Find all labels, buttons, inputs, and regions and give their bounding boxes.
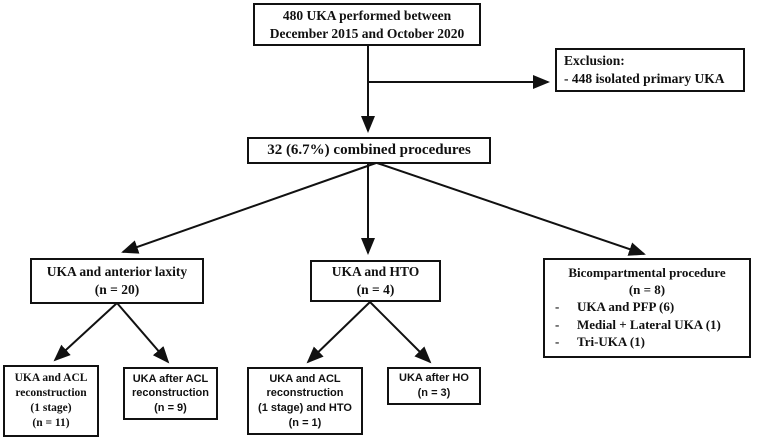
node-uka-and-hto: UKA and HTO (n = 4) [310,260,441,302]
connector-laxity-to-acl-one-stage [53,302,118,362]
bicompartmental-item: - Tri-UKA (1) [545,333,749,351]
node-text-line: UKA and ACL [269,372,341,385]
bullet-dash: - [555,299,560,315]
connector-hto-to-after-ho [369,301,432,364]
bullet-dash: - [555,316,560,332]
node-count: (n = 9) [154,401,187,414]
bicompartmental-item-label: Tri-UKA (1) [577,334,645,350]
bicompartmental-item-label: Medial + Lateral UKA (1) [577,316,721,332]
node-after-ho: UKA after HO (n = 3) [387,367,481,405]
node-title: Bicompartmental procedure [568,265,726,280]
node-count: (n = 20) [94,282,140,297]
node-total-uka: 480 UKA performed between December 2015 … [253,3,481,46]
connector-combined-to-laxity [121,162,377,254]
node-count: (n = 4) [356,282,395,297]
node-count: (n = 11) [32,417,70,430]
node-text-line: UKA after ACL [132,372,209,385]
connector-laxity-to-acl-after [116,302,170,364]
connector-combined-to-bicompartmental [376,162,646,256]
node-count: (n = 3) [417,387,451,399]
node-acl-one-stage: UKA and ACL reconstruction (1 stage) (n … [3,365,99,437]
bicompartmental-item: - Medial + Lateral UKA (1) [545,316,749,334]
node-anterior-laxity: UKA and anterior laxity (n = 20) [30,258,204,304]
node-text-line: reconstruction [266,387,344,400]
node-text-line: (1 stage) and HTO [258,402,352,414]
node-acl-after: UKA after ACL reconstruction (n = 9) [123,367,218,420]
node-text-line: (1 stage) [30,402,72,414]
node-title: UKA and HTO [331,264,420,280]
node-text-line: December 2015 and October 2020 [269,25,465,41]
bicompartmental-item-label: UKA and PFP (6) [577,299,675,315]
node-text-line: 480 UKA performed between [282,7,452,23]
node-count: (n = 1) [288,416,322,429]
node-exclusion: Exclusion: - 448 isolated primary UKA [555,48,745,92]
node-combined-procedures: 32 (6.7%) combined procedures [247,137,491,164]
node-count: (n = 8) [628,282,666,298]
node-text-line: - 448 isolated primary UKA [564,71,725,86]
node-title: UKA and anterior laxity [46,264,188,280]
node-text-line: Exclusion: [564,53,625,69]
node-text-line: UKA after HO [399,372,469,385]
connector-hto-to-acl-hto [306,301,371,364]
node-text-line: reconstruction [131,387,209,400]
node-text-line: reconstruction [15,386,87,399]
node-acl-and-hto: UKA and ACL reconstruction (1 stage) and… [247,367,363,435]
node-text-line: 32 (6.7%) combined procedures [267,141,471,158]
node-text-line: UKA and ACL [14,371,88,384]
bullet-dash: - [555,334,560,350]
node-bicompartmental: Bicompartmental procedure (n = 8) - UKA … [543,258,751,358]
bicompartmental-item: - UKA and PFP (6) [545,298,749,316]
